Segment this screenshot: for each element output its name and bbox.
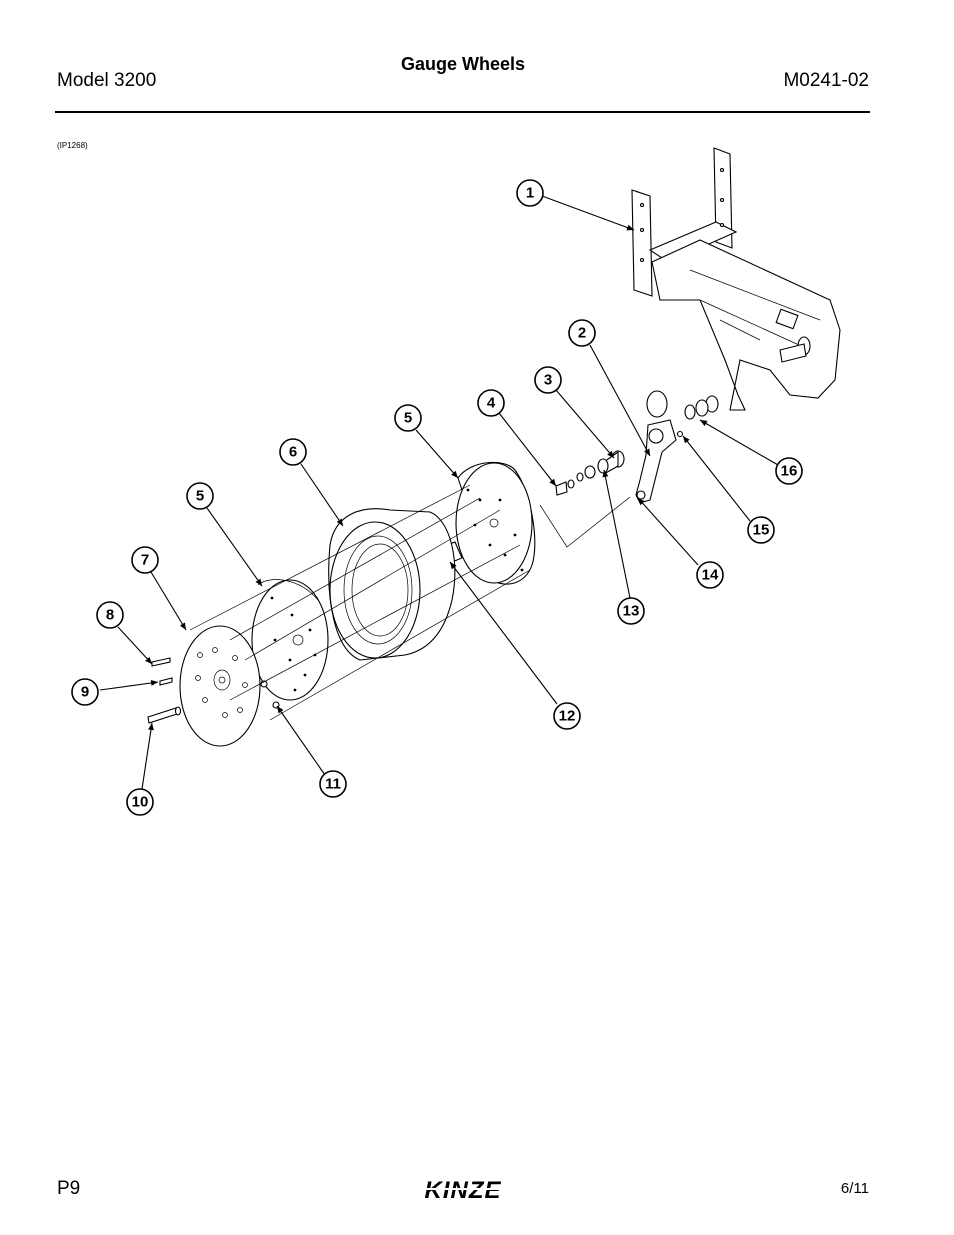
frame-bracket-part <box>631 147 841 411</box>
svg-text:9: 9 <box>81 684 89 701</box>
page-number: P9 <box>57 1178 81 1199</box>
callout-5-right: 5 <box>394 404 422 432</box>
svg-text:12: 12 <box>559 708 576 725</box>
callout-10: 10 <box>126 788 154 816</box>
callout-3: 3 <box>534 366 562 394</box>
svg-text:15: 15 <box>753 522 770 539</box>
svg-text:2: 2 <box>578 325 586 342</box>
bushing-bolt-part <box>555 450 625 496</box>
callout-7: 7 <box>131 546 159 574</box>
svg-text:1: 1 <box>526 185 534 202</box>
svg-text:5: 5 <box>404 410 412 427</box>
document-number: M0241-02 <box>783 70 869 91</box>
svg-text:13: 13 <box>623 603 640 620</box>
callout-5-left: 5 <box>186 482 214 510</box>
callout-16: 16 <box>775 457 803 485</box>
header-rule <box>55 111 870 113</box>
assembly-lines <box>189 484 631 721</box>
svg-text:11: 11 <box>325 776 341 793</box>
callout-4: 4 <box>477 389 505 417</box>
outer-plate-part <box>179 625 261 747</box>
svg-text:4: 4 <box>487 395 496 412</box>
svg-text:16: 16 <box>781 463 798 480</box>
gauge-wheel-arm-part <box>635 390 677 504</box>
callout-9: 9 <box>71 678 99 706</box>
model-label: Model 3200 <box>57 70 157 91</box>
fasteners-part <box>147 657 280 724</box>
callout-1: 1 <box>516 179 544 207</box>
svg-text:5: 5 <box>196 488 204 505</box>
callout-8: 8 <box>96 601 124 629</box>
kinze-logo: KINZE <box>409 1177 517 1204</box>
svg-text:10: 10 <box>132 794 149 811</box>
callout-13: 13 <box>617 597 645 625</box>
callout-2: 2 <box>568 319 596 347</box>
leader-lines <box>99 195 779 790</box>
tire-part <box>328 508 456 661</box>
svg-text:8: 8 <box>106 607 114 624</box>
svg-text:14: 14 <box>702 567 719 584</box>
callout-12: 12 <box>553 702 581 730</box>
page-title: Gauge Wheels <box>400 54 526 74</box>
spindle-washers-part <box>676 395 719 438</box>
rim-half-left-part <box>251 579 329 701</box>
callout-11: 11 <box>319 770 347 798</box>
callout-15: 15 <box>747 516 775 544</box>
callout-14: 14 <box>696 561 724 589</box>
figure-id: (IP1268) <box>57 141 88 150</box>
svg-text:KINZE: KINZE <box>425 1177 502 1204</box>
rim-half-right-part <box>455 461 536 585</box>
svg-text:3: 3 <box>544 372 552 389</box>
callout-6: 6 <box>279 438 307 466</box>
revision-date: 6/11 <box>840 1180 869 1197</box>
svg-text:7: 7 <box>141 552 149 569</box>
svg-text:6: 6 <box>289 444 297 461</box>
